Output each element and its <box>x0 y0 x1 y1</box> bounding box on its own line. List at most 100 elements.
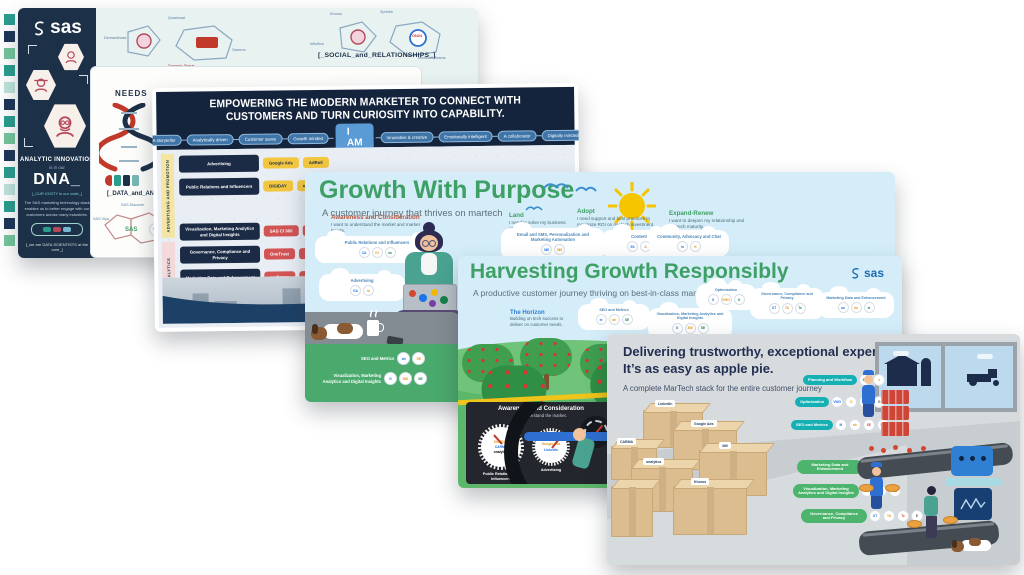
band-row-visualization: Visualization, Marketing Analytics and D… <box>321 372 427 385</box>
social-relationships-label: [_SOCIAL_and_RELATIONSHIPS_] <box>318 52 436 59</box>
apple-pie <box>907 520 922 528</box>
poster1-subtitle: is in our <box>49 165 65 170</box>
box-label: 360 <box>719 442 731 449</box>
resting-beagle-dog <box>951 534 995 554</box>
data-analytics-label: [_DATA_and_ANALYTICS_] <box>107 191 185 197</box>
logo-dot: VWO <box>831 396 844 408</box>
poster4-subtitle: A productive customer journey thriving o… <box>473 288 713 298</box>
martech-box <box>611 486 653 537</box>
pie-robot-machine <box>945 446 1001 520</box>
dashboard-panel: Awareness and Consideration We understan… <box>466 402 616 484</box>
logo-wordmark: onalytica <box>493 450 509 455</box>
persona-hexagon-1 <box>58 43 84 71</box>
molecule-node-label: SAS Viya <box>93 217 109 221</box>
logo-dot: VWO <box>720 294 732 306</box>
logo-dot: ah <box>848 419 861 431</box>
robot-head <box>951 446 993 476</box>
dna-capsule <box>105 175 139 186</box>
logo-dot: SE <box>862 419 875 431</box>
oven-display <box>954 488 992 520</box>
bird-icon <box>543 183 569 189</box>
sticker-laptop <box>403 284 457 314</box>
poster5-heading-line2: It’s as easy as apple pie. <box>623 361 774 376</box>
poster5-heading-line1: Delivering trustworthy, exceptional expe… <box>623 344 922 359</box>
logo-dot: 360 <box>554 244 565 256</box>
logo-dot: DI <box>371 247 383 259</box>
sas-logo: sas <box>850 266 884 280</box>
logo-dot: G <box>707 294 719 306</box>
molecule-node-label: ON24 <box>412 34 422 38</box>
box-label: Khoros <box>691 478 710 485</box>
poster3-subtitle: A customer journey that thrives on marte… <box>322 208 503 219</box>
logo-dot: O <box>733 294 745 306</box>
logo-dot: on <box>384 247 396 259</box>
molecule-node-label: SAS Discover <box>121 203 145 207</box>
sas-logo: sas <box>32 17 82 39</box>
box-label: onalytica <box>643 458 665 465</box>
worker-blue-pies <box>869 462 884 509</box>
sas-swirl-icon <box>35 21 44 36</box>
logo-dot: 360 <box>684 322 696 334</box>
logo-dot: TA <box>883 510 895 523</box>
persona-pill: Digitally minded <box>541 129 581 141</box>
dna-helix-icon <box>99 103 159 172</box>
cloud-visualization: Visualization, Marketing Analytics and D… <box>648 302 732 339</box>
logo-pill: AdRoll <box>302 156 329 169</box>
molecule-node-label: Khoros <box>330 12 343 16</box>
logo-dot: 360 <box>541 244 552 256</box>
logo-dot: SS <box>627 241 638 253</box>
persona-hexagons <box>18 41 96 153</box>
poster5-subheading: A complete MarTech stack for the entire … <box>623 384 822 393</box>
steering-wheel <box>504 402 616 484</box>
poster1-dna-word: DNA_ <box>33 171 81 188</box>
poster-delivering-trustworthy-experiences: Delivering trustworthy, exceptional expe… <box>607 334 1020 565</box>
persona-pill: Growth minded <box>287 132 330 144</box>
box-label: LinkedIn <box>655 400 676 407</box>
poster2-title: EMPOWERING THE MODERN MARKETER TO CONNEC… <box>209 94 521 123</box>
bird-icon <box>575 186 597 192</box>
persona-pill: Innovative & creative <box>380 131 434 143</box>
logo-dot: CA <box>358 247 370 259</box>
face-icon <box>56 116 74 138</box>
logo-dot: 360 <box>399 372 412 385</box>
logo-dot: SE <box>621 314 633 326</box>
logo-dot: TA <box>781 302 793 314</box>
sas-logo-text: sas <box>50 17 82 38</box>
poster2-title-band: EMPOWERING THE MODERN MARKETER TO CONNEC… <box>152 86 581 152</box>
logo-dot: SE <box>412 352 426 365</box>
face-icon <box>34 78 48 93</box>
category-chip: Advertising <box>178 154 260 173</box>
dog-head <box>951 541 964 552</box>
logo-dot: sl <box>863 302 875 314</box>
molecule-node-label: Microsoft Teams <box>418 56 446 60</box>
logo-dot: bo <box>850 302 862 314</box>
logo-dot: K <box>690 241 701 253</box>
logo-wordmark: CARMA <box>494 444 508 449</box>
persona-pill: Analytically driven <box>186 133 234 146</box>
logo-dot: in <box>595 314 607 326</box>
martech-box <box>673 486 747 535</box>
logo-dot: in <box>363 285 374 297</box>
face <box>420 235 438 251</box>
tractor-silhouette <box>967 369 1001 386</box>
steam-icon <box>369 309 378 318</box>
apples-on-belt <box>869 446 874 451</box>
pill-seo-metrics: SEO and Metrics MahSEMJ <box>791 419 889 431</box>
sas-node-label: SAS <box>125 227 138 233</box>
logo-dot: Te <box>897 510 909 523</box>
logo-dot: OT <box>768 302 780 314</box>
persona-pill: A storyteller <box>152 134 182 146</box>
coffee-mug <box>367 320 384 336</box>
persona-pill: Emotionally intelligent <box>438 130 493 143</box>
needs-label: NEEDS <box>115 89 148 98</box>
poster1-title: ANALYTIC INNOVATION <box>20 157 94 163</box>
logo-dot: au <box>837 302 849 314</box>
